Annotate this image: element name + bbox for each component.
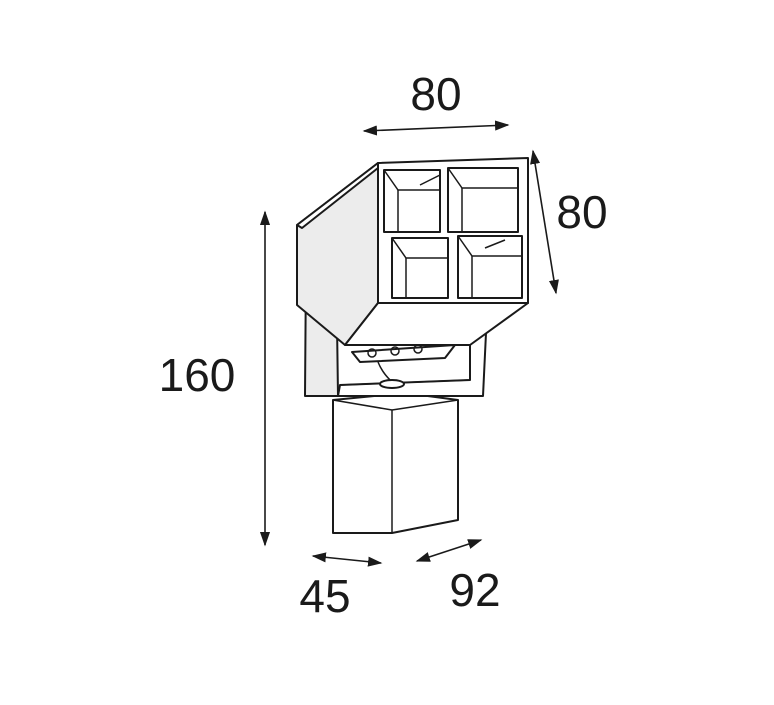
dimension-height: 160 [159,210,271,547]
base-width-label: 45 [299,570,350,622]
dimension-base-width: 45 [299,552,383,622]
dimension-base-depth: 92 [415,539,501,616]
cable-detail [351,344,456,389]
mounting-base [332,392,459,534]
height-label: 160 [159,349,236,401]
base-depth-label: 92 [449,564,500,616]
spotlight-fixture [296,157,529,534]
dimension-depth: 80 [530,149,608,295]
depth-label: 80 [556,186,607,238]
lens-grid [383,167,523,299]
dimension-width: 80 [362,68,510,136]
width-label: 80 [410,68,461,120]
